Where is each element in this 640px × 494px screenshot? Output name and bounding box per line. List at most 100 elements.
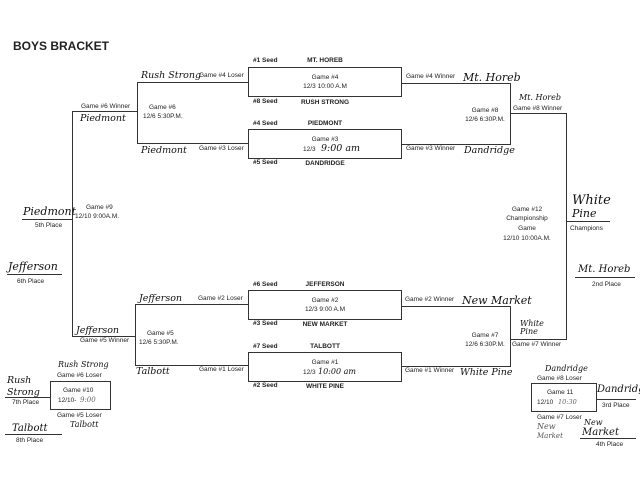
game-date: 12/3 bbox=[303, 369, 316, 376]
place-label: 5th Place bbox=[35, 222, 63, 229]
seed-label: #7 Seed bbox=[253, 343, 278, 350]
handwritten-team: Piedmont bbox=[141, 145, 187, 156]
game-date: 12/3 10:00 A.M bbox=[303, 83, 347, 90]
winner-label: Game #7 Winner bbox=[512, 341, 562, 348]
game-label: Game 11 bbox=[547, 389, 574, 396]
game2-box bbox=[248, 290, 402, 320]
team-name: MT. HOREB bbox=[307, 57, 343, 64]
handwritten-team: Market bbox=[537, 432, 563, 440]
handwritten-team: Jefferson bbox=[139, 293, 183, 304]
game-date: 12/10 10:00A.M. bbox=[503, 235, 551, 242]
place-label: 2nd Place bbox=[592, 281, 621, 288]
handwritten-team: Mt. Horeb bbox=[463, 71, 521, 84]
page-title: BOYS BRACKET bbox=[13, 39, 110, 53]
handwritten-team: New bbox=[537, 422, 556, 431]
handwritten-team: Talbott bbox=[12, 423, 48, 434]
handwritten-team: Rush bbox=[7, 375, 32, 386]
game-label: Game #4 bbox=[311, 74, 339, 81]
loser-label: Game #2 Loser bbox=[198, 295, 243, 302]
handwritten-team: White bbox=[572, 193, 611, 208]
game-date: 12/3 bbox=[303, 146, 316, 153]
game-label: Game #1 bbox=[311, 359, 339, 366]
handwritten-time: 9:00 am bbox=[321, 143, 361, 154]
seed-label: #3 Seed bbox=[253, 320, 278, 327]
handwritten-team: New Market bbox=[462, 294, 532, 307]
team-name: DANDRIDGE bbox=[305, 160, 345, 167]
game10-box bbox=[50, 381, 111, 410]
handwritten-team: Dandridge bbox=[545, 364, 588, 373]
winner-label: Game #5 Winner bbox=[80, 337, 130, 344]
game-date: 12/6 5:30P.M. bbox=[143, 113, 183, 120]
seed-label: #8 Seed bbox=[253, 98, 278, 105]
loser-label: Game #4 Loser bbox=[199, 72, 244, 79]
loser-label: Game #8 Loser bbox=[537, 375, 582, 382]
team-name: PIEDMONT bbox=[307, 120, 343, 127]
handwritten-team: Talbott bbox=[70, 420, 99, 429]
handwritten-team: Rush Strong bbox=[141, 70, 202, 81]
seed-label: #2 Seed bbox=[253, 382, 278, 389]
handwritten-team: Dandridge bbox=[464, 145, 515, 156]
handwritten-team: Dandridge bbox=[597, 384, 640, 395]
loser-label: Game #3 Loser bbox=[199, 145, 244, 152]
game-label: Game #2 bbox=[311, 297, 339, 304]
place-label: 7th Place bbox=[12, 399, 40, 406]
handwritten-team: Mt. Horeb bbox=[519, 93, 561, 102]
seed-label: #4 Seed bbox=[253, 120, 278, 127]
loser-label: Game #5 Loser bbox=[57, 412, 102, 419]
team-name: RUSH STRONG bbox=[300, 99, 350, 106]
game-date: 12/10- bbox=[58, 397, 77, 404]
loser-label: Game #1 Loser bbox=[199, 366, 244, 373]
handwritten-team: Market bbox=[582, 427, 619, 438]
winner-label: Game #2 Winner bbox=[405, 296, 455, 303]
handwritten-time: 9:00 bbox=[80, 396, 96, 404]
game-date: 12/3 9:00 A.M bbox=[304, 306, 346, 313]
team-name: JEFFERSON bbox=[305, 281, 345, 288]
game3-box bbox=[248, 129, 402, 159]
game-date: 12/6 6:30P.M. bbox=[465, 116, 505, 123]
loser-label: Game #6 Loser bbox=[57, 372, 102, 379]
winner-label: Game #4 Winner bbox=[406, 73, 456, 80]
game-label: Championship bbox=[506, 215, 548, 222]
game-label: Game #8 bbox=[471, 107, 499, 114]
loser-label: Game #7 Loser bbox=[537, 414, 582, 421]
game-label: Game #7 bbox=[471, 332, 499, 339]
handwritten-team: Pine bbox=[572, 207, 597, 220]
team-name: TALBOTT bbox=[310, 343, 340, 350]
winner-label: Game #3 Winner bbox=[406, 145, 456, 152]
winner-label: Game #8 Winner bbox=[513, 105, 563, 112]
place-label: 3rd Place bbox=[602, 402, 630, 409]
handwritten-team: Mt. Horeb bbox=[578, 264, 631, 275]
game-label: Game #3 bbox=[311, 136, 339, 143]
game-label: Game #10 bbox=[63, 387, 94, 394]
place-label: 6th Place bbox=[17, 278, 45, 285]
handwritten-team: Strong bbox=[7, 387, 40, 398]
seed-label: #6 Seed bbox=[253, 281, 278, 288]
place-label: 8th Place bbox=[16, 437, 44, 444]
handwritten-team: White Pine bbox=[520, 319, 544, 336]
handwritten-time: 10:00 am bbox=[318, 367, 356, 376]
game1-box bbox=[248, 352, 402, 382]
game-date: 12/10 9:00A.M. bbox=[75, 213, 120, 220]
handwritten-team: Piedmont bbox=[23, 205, 77, 218]
team-name: WHITE PINE bbox=[306, 383, 344, 390]
place-label: Champions bbox=[570, 225, 603, 232]
game-date: 12/6 5:30P.M. bbox=[139, 339, 179, 346]
place-label: 4th Place bbox=[596, 441, 624, 448]
winner-label: Game #6 Winner bbox=[81, 103, 131, 110]
handwritten-time: 10:30 bbox=[558, 398, 577, 406]
game-label: Game bbox=[518, 225, 536, 232]
handwritten-team: New bbox=[584, 418, 603, 427]
game-date: 12/6 6:30P.M. bbox=[465, 341, 505, 348]
game-label: Game #6 bbox=[149, 104, 176, 111]
seed-label: #1 Seed bbox=[253, 57, 278, 64]
winner-label: Game #1 Winner bbox=[405, 367, 455, 374]
game-date: 12/10 bbox=[537, 399, 554, 406]
handwritten-team: Jefferson bbox=[76, 325, 120, 336]
game-label: Game #9 bbox=[86, 204, 113, 211]
game-label: Game #5 bbox=[147, 330, 174, 337]
team-name: NEW MARKET bbox=[302, 321, 348, 328]
handwritten-team: Piedmont bbox=[80, 113, 126, 124]
game4-box bbox=[248, 67, 402, 97]
seed-label: #5 Seed bbox=[253, 159, 278, 166]
